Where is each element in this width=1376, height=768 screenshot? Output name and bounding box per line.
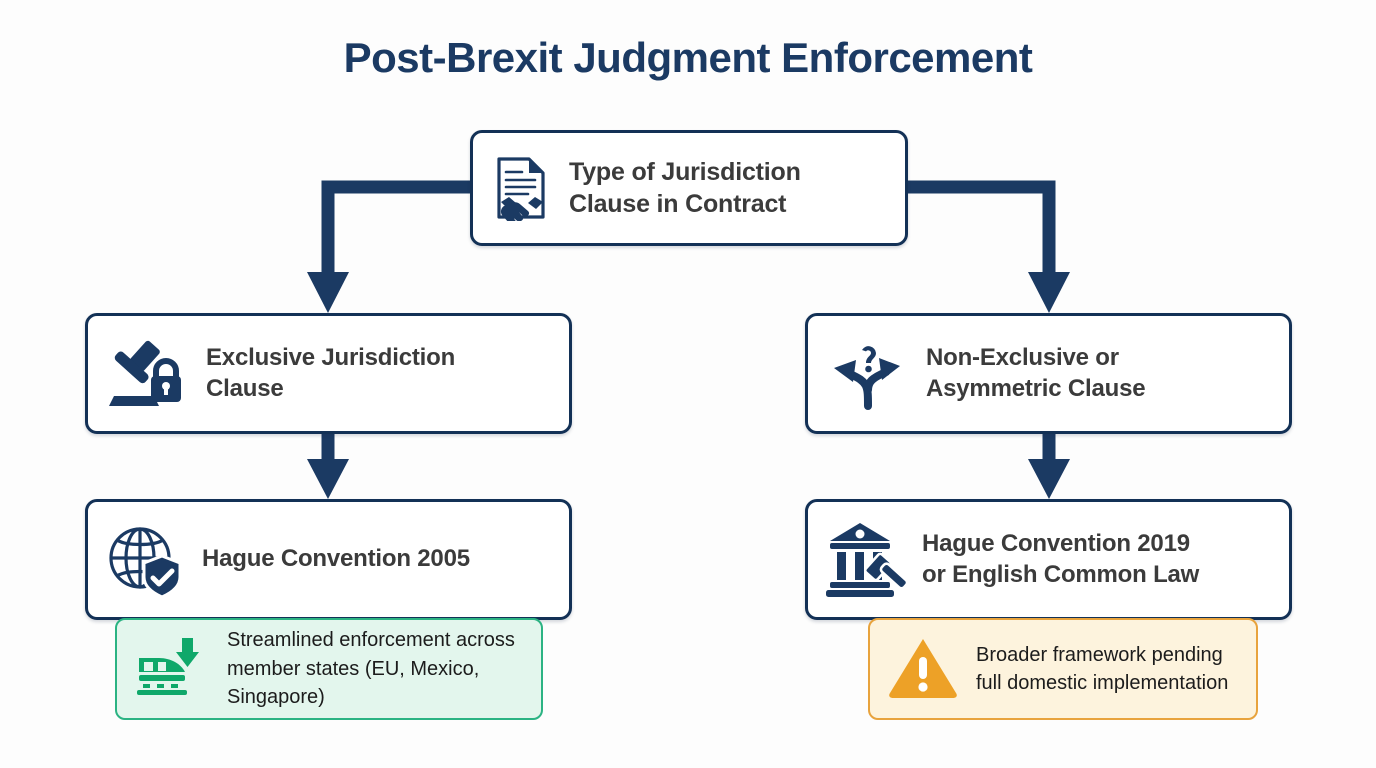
connector-exclusive-to-hague2005 — [307, 434, 349, 499]
connector-nonexclusive-to-hague2019 — [1028, 434, 1070, 499]
lock-shape — [151, 357, 181, 402]
courthouse-gavel-icon — [826, 521, 906, 599]
globe-shield-check-icon — [106, 522, 186, 598]
node-hague-convention-2005[interactable]: Hague Convention 2005 — [85, 499, 572, 620]
callout-green-text: Streamlined enforcement across member st… — [227, 629, 515, 709]
node-exclusive-label: Exclusive Jurisdiction Clause — [206, 343, 456, 402]
gavel-lock-icon — [106, 338, 190, 410]
node-hague2005-label: Hague Convention 2005 — [202, 545, 470, 573]
node-exclusive-jurisdiction-clause[interactable]: Exclusive Jurisdiction Clause — [85, 313, 572, 434]
node-hague2019-label: Hague Convention 2019 or English Common … — [922, 529, 1200, 588]
callout-orange-text: Broader framework pending full domestic … — [976, 643, 1229, 694]
warning-triangle-icon — [888, 635, 958, 704]
callout-broader-framework: Broader framework pending full domestic … — [868, 618, 1258, 720]
connector-root-to-exclusive — [307, 180, 470, 313]
fast-train-icon — [135, 636, 209, 703]
node-nonexclusive-label: Non-Exclusive or Asymmetric Clause — [926, 343, 1146, 402]
callout-streamlined-enforcement: Streamlined enforcement across member st… — [115, 618, 543, 720]
node-root-label: Type of Jurisdiction Clause in Contract — [569, 158, 801, 218]
node-type-of-jurisdiction-clause[interactable]: Type of Jurisdiction Clause in Contract — [470, 130, 908, 246]
node-hague-convention-2019-common-law[interactable]: Hague Convention 2019 or English Common … — [805, 499, 1292, 620]
branching-arrows-question-icon — [826, 338, 910, 410]
document-handshake-icon — [491, 155, 553, 221]
node-non-exclusive-asymmetric-clause[interactable]: Non-Exclusive or Asymmetric Clause — [805, 313, 1292, 434]
page-title: Post-Brexit Judgment Enforcement — [343, 34, 1033, 81]
connector-root-to-nonexclusive — [908, 180, 1070, 313]
